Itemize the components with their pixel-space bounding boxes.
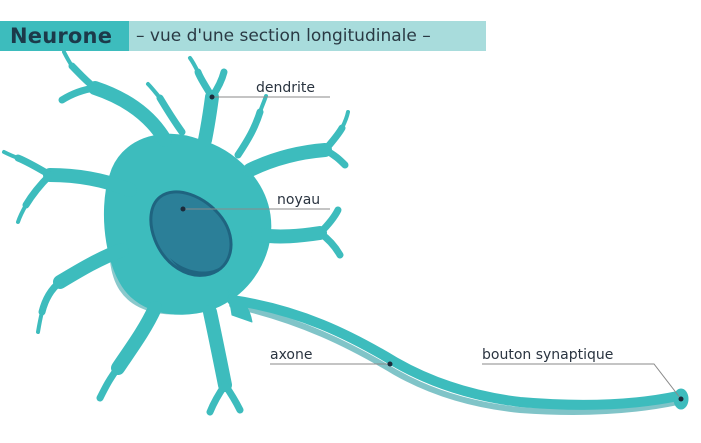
diagram-title: Neurone [10, 24, 113, 48]
noyau-dot [180, 206, 186, 212]
label-dendrite: dendrite [256, 80, 315, 96]
leader-line-bouton [482, 363, 682, 400]
axone-dot [387, 361, 393, 367]
diagram-header: Neurone – vue d'une section longitudinal… [0, 21, 486, 51]
neuron-body [2, 50, 689, 416]
header-band-dark [0, 21, 129, 51]
leader-lines [183, 96, 682, 400]
leader-dots [180, 94, 684, 402]
label-axone: axone [270, 347, 313, 363]
diagram-subtitle: – vue d'une section longitudinale – [136, 26, 431, 46]
label-bouton-synaptique: bouton synaptique [482, 347, 613, 363]
bouton-dot [678, 396, 684, 402]
label-noyau: noyau [277, 192, 320, 208]
nucleus [149, 190, 233, 277]
dendrite-dot [209, 94, 215, 100]
